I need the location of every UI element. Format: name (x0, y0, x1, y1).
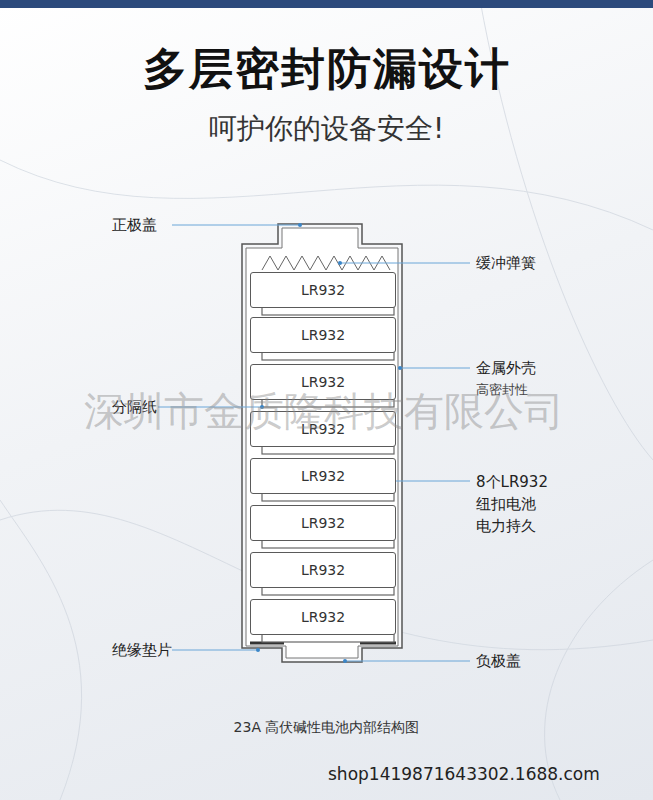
caption: 23A 高伏碱性电池内部结构图 (0, 719, 653, 737)
title: 多层密封防漏设计 (0, 40, 653, 99)
callout-label: 正极盖 (112, 216, 157, 235)
inner-shell (246, 228, 398, 658)
shop-url: shop1419871643302.1688.com (328, 764, 600, 784)
callout-label: 金属外壳 (476, 359, 536, 378)
cell-label: LR932 (301, 609, 345, 625)
button-cell: LR932 (250, 317, 396, 353)
button-cell: LR932 (250, 458, 396, 494)
callout-label: 负极盖 (476, 652, 521, 671)
button-cell: LR932 (250, 505, 396, 541)
subtitle: 呵护你的设备安全! (0, 110, 653, 148)
cell-label: LR932 (301, 562, 345, 578)
cell-label: LR932 (301, 468, 345, 484)
button-cell: LR932 (250, 272, 396, 308)
button-cell: LR932 (250, 599, 396, 635)
button-cell: LR932 (250, 552, 396, 588)
callout-label: 8个LR932 纽扣电池 电力持久 (476, 472, 562, 537)
callout-label: 缓冲弹簧 (476, 254, 536, 273)
cell-label: LR932 (301, 374, 345, 390)
leader-lines (158, 225, 470, 661)
watermark: 深圳市金质隆科技有限公司 (84, 384, 564, 439)
metal-shell (242, 224, 402, 662)
cell-label: LR932 (301, 282, 345, 298)
callout-label: 绝缘垫片 (112, 641, 172, 660)
cell-label: LR932 (301, 327, 345, 343)
cell-label: LR932 (301, 515, 345, 531)
